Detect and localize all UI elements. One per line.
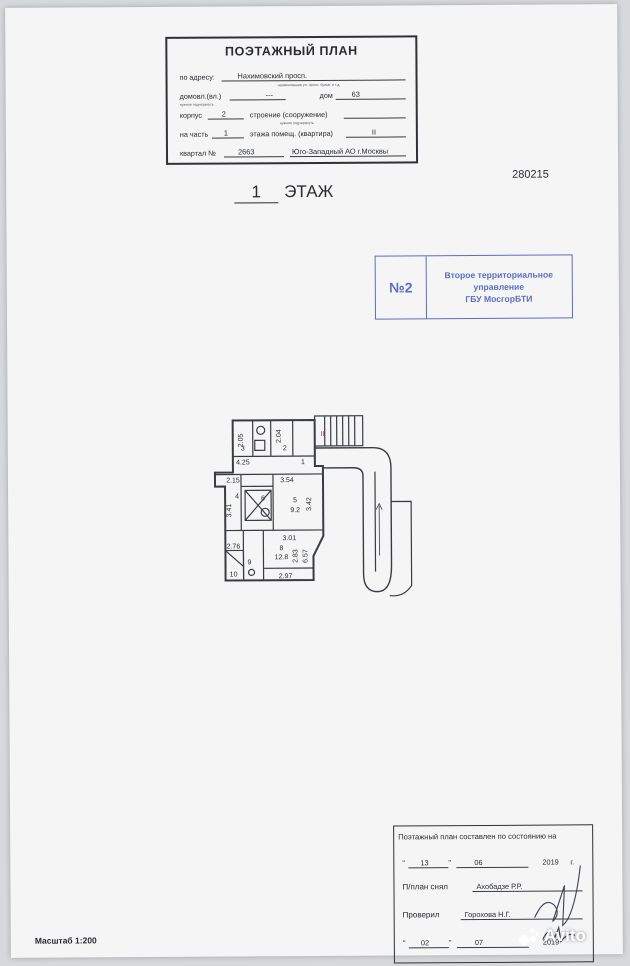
domovl-hint: нужное подчеркнуть [180,103,214,107]
address-hint: наименование ул. просп. бульв. и т.д. [278,83,341,87]
room-number: 3 [241,445,245,452]
dim-label: 2.76 [227,543,241,550]
korpus-label: корпус [180,111,202,120]
diagonal-line [225,550,243,566]
area-label: 9.2 [290,507,300,514]
address-value: Нахимовский просп. [237,71,307,80]
floor-value: II [372,128,376,137]
stamp-line-1: Второе территориальное [444,269,553,282]
plan-title: ПОЭТАЖНЫЙ ПЛАН [167,43,415,59]
dim-label: 3.54 [280,477,294,484]
ramp-outline [315,448,392,592]
checked-person: Горохова Н.Г. [465,910,511,919]
watermark-text: Avito [544,926,586,946]
dim-label: 2.15 [226,477,240,484]
bti-stamp: №2 Второе территориальное управление ГБУ… [375,254,573,319]
room-number: 5 [293,497,297,504]
quote-mark: " [448,858,451,867]
day-2-underline [409,947,449,948]
room-number: 2 [283,445,287,452]
district-underline [290,155,406,157]
room-number: 6 [261,495,265,502]
area-label: 12.8 [275,554,289,561]
part-underline [212,137,244,138]
domovl-label: домовл.(вл.) [180,92,222,101]
room-number: 10 [230,571,238,578]
quote-mark: " [403,938,406,947]
month-2: 07 [475,938,483,947]
floor-plan-svg: 2.05 3 2.04 2 4.25 1 II 2.15 3.54 3.41 4… [203,405,434,606]
dim-label: 3.01 [283,535,297,542]
korpus-underline [208,118,244,119]
quote-mark: " [449,938,452,947]
dim-label: 2.83 [292,549,299,563]
kvartal-value: 2663 [238,147,255,156]
floor-underline [346,136,406,137]
stamp-line-2: управление [474,281,525,293]
part-value: 1 [224,129,228,138]
dim-label: 3.41 [226,504,233,518]
wall [233,456,315,457]
stroenie-underline [344,117,406,118]
dim-label: 2.04 [276,429,283,443]
dim-label: 6.57 [302,549,309,563]
dim-label: 2.97 [279,573,293,580]
kvartal-label: квартал № [180,149,216,158]
stroenie-label: строение (сооружение) [250,110,328,119]
day-1: 13 [420,858,428,867]
toilet-fixture [249,569,255,575]
stamp-text: Второе территориальное управление ГБУ Мо… [426,255,572,318]
wall [225,530,323,531]
floor-plan-drawing: 2.05 3 2.04 2 4.25 1 II 2.15 3.54 3.41 4… [203,405,434,606]
house-value: 63 [352,90,360,99]
stamp-number: №2 [376,256,427,318]
dim-label: 4.25 [236,459,250,466]
header-box: ПОЭТАЖНЫЙ ПЛАН по адресу: Нахимовский пр… [165,35,418,165]
checked-label: Проверил [403,910,440,919]
plan-taken-person: Ахобадзе Р.Р. [476,882,522,891]
korpus-value: 2 [222,110,226,119]
ramp-extension [389,501,412,595]
ramp-inner [375,472,376,572]
house-label: дом [320,91,333,100]
wall [215,474,323,475]
floor-number: 1 [234,182,278,203]
part-label: на часть [180,130,208,139]
floor-label: этажа помещ. (квартира) [250,129,333,139]
scale-label: Масштаб 1:200 [35,935,97,945]
room-number: 9 [248,559,252,566]
state-line: Поэтажный план составлен по состоянию на [398,832,556,842]
fixture [255,440,265,450]
plan-taken-label: П/план снял [402,882,448,891]
stroenie-hint: нужное подчеркнуть [280,121,314,125]
avito-watermark: Avito [518,922,624,950]
stamp-line-3: ГБУ МосгорБТИ [465,293,532,305]
domovl-underline [230,99,286,100]
inventory-number: 280215 [512,169,549,181]
floor-word: ЭТАЖ [284,182,333,202]
avito-logo-icon [518,925,540,947]
document-sheet: ПОЭТАЖНЫЙ ПЛАН по адресу: Нахимовский пр… [5,4,623,958]
house-underline [336,98,406,99]
domovl-value: --- [266,90,273,99]
room-number: 8 [279,545,283,552]
day-2: 02 [421,938,429,947]
dim-label: 3.42 [306,497,313,511]
month-1-underline [456,867,528,868]
sink-fixture [257,426,265,434]
room-number: 1 [301,459,305,466]
kvartal-underline [224,156,284,157]
address-label: по адресу: [180,73,215,82]
day-1-underline [408,867,448,868]
room-number: 4 [235,493,239,500]
quote-mark: " [402,858,405,867]
month-1: 06 [474,858,482,867]
room-number: II [321,431,325,438]
